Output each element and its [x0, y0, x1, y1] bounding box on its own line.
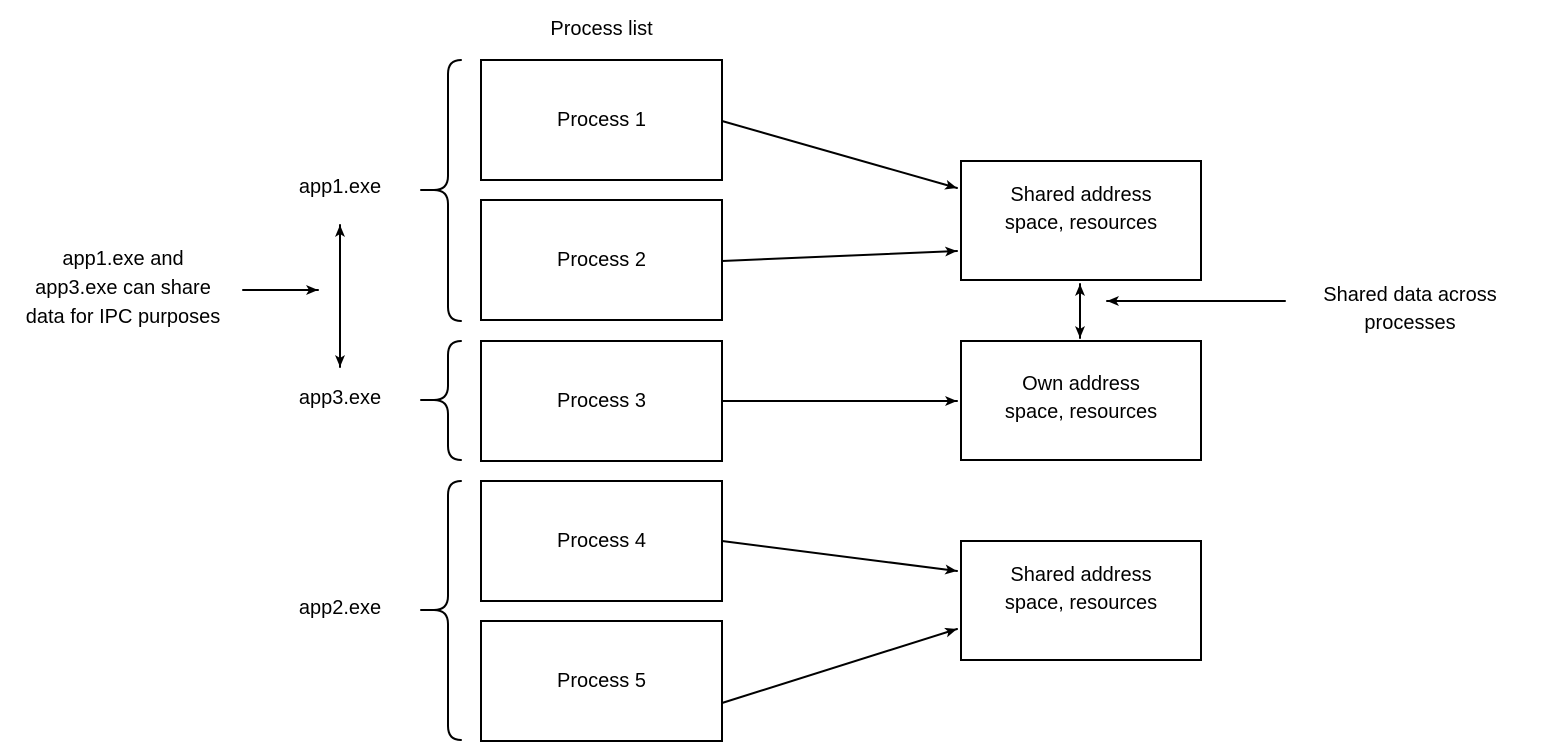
process-5-box: Process 5	[480, 620, 723, 742]
arrow-process5-to-shared-bottom	[721, 627, 958, 704]
process-5-label: Process 5	[557, 670, 646, 692]
shared-data-annotation-line2: processes	[1364, 312, 1456, 334]
own-address-line1: Own address	[1022, 373, 1140, 395]
app3-group-brace	[420, 340, 462, 461]
process-1-box: Process 1	[480, 59, 723, 181]
process-4-box: Process 4	[480, 480, 723, 602]
arrow-process1-to-shared-top	[721, 120, 958, 190]
shared-address-bottom-box: Shared address space, resources	[960, 540, 1202, 661]
shared-address-top-box: Shared address space, resources	[960, 160, 1202, 281]
shared-data-annotation-line1: Shared data across	[1323, 284, 1497, 306]
process-2-label: Process 2	[557, 249, 646, 271]
process-3-label: Process 3	[557, 390, 646, 412]
shared-address-bottom-line2: space, resources	[1004, 591, 1158, 614]
arrow-process4-to-shared-bottom	[721, 540, 958, 575]
process-3-box: Process 3	[480, 340, 723, 462]
app1-exe-label: app1.exe	[298, 176, 382, 198]
arrow-process2-to-shared-top	[721, 246, 958, 262]
app2-exe-label: app2.exe	[298, 597, 382, 619]
shared-address-top-line1: Shared address	[1010, 183, 1152, 206]
ipc-annotation-line1: app1.exe and	[62, 248, 184, 270]
own-address-box: Own address space, resources	[960, 340, 1202, 461]
app2-group-brace	[420, 480, 462, 741]
ipc-annotation-line3: data for IPC purposes	[25, 306, 221, 328]
app1-group-brace	[420, 59, 462, 322]
ipc-annotation: app1.exe and app3.exe can share data for…	[6, 245, 240, 332]
shared-address-bottom-line1: Shared address	[1010, 563, 1152, 586]
shared-address-top-line2: space, resources	[1004, 211, 1158, 234]
own-address-line2: space, resources	[1004, 401, 1158, 423]
ipc-annotation-line2: app3.exe can share	[35, 277, 211, 299]
shared-data-annotation: Shared data across processes	[1302, 281, 1518, 337]
process-1-label: Process 1	[557, 109, 646, 131]
process-list-title: Process list	[550, 18, 653, 40]
process-2-box: Process 2	[480, 199, 723, 321]
process-4-label: Process 4	[557, 530, 646, 552]
app3-exe-label: app3.exe	[298, 387, 382, 409]
